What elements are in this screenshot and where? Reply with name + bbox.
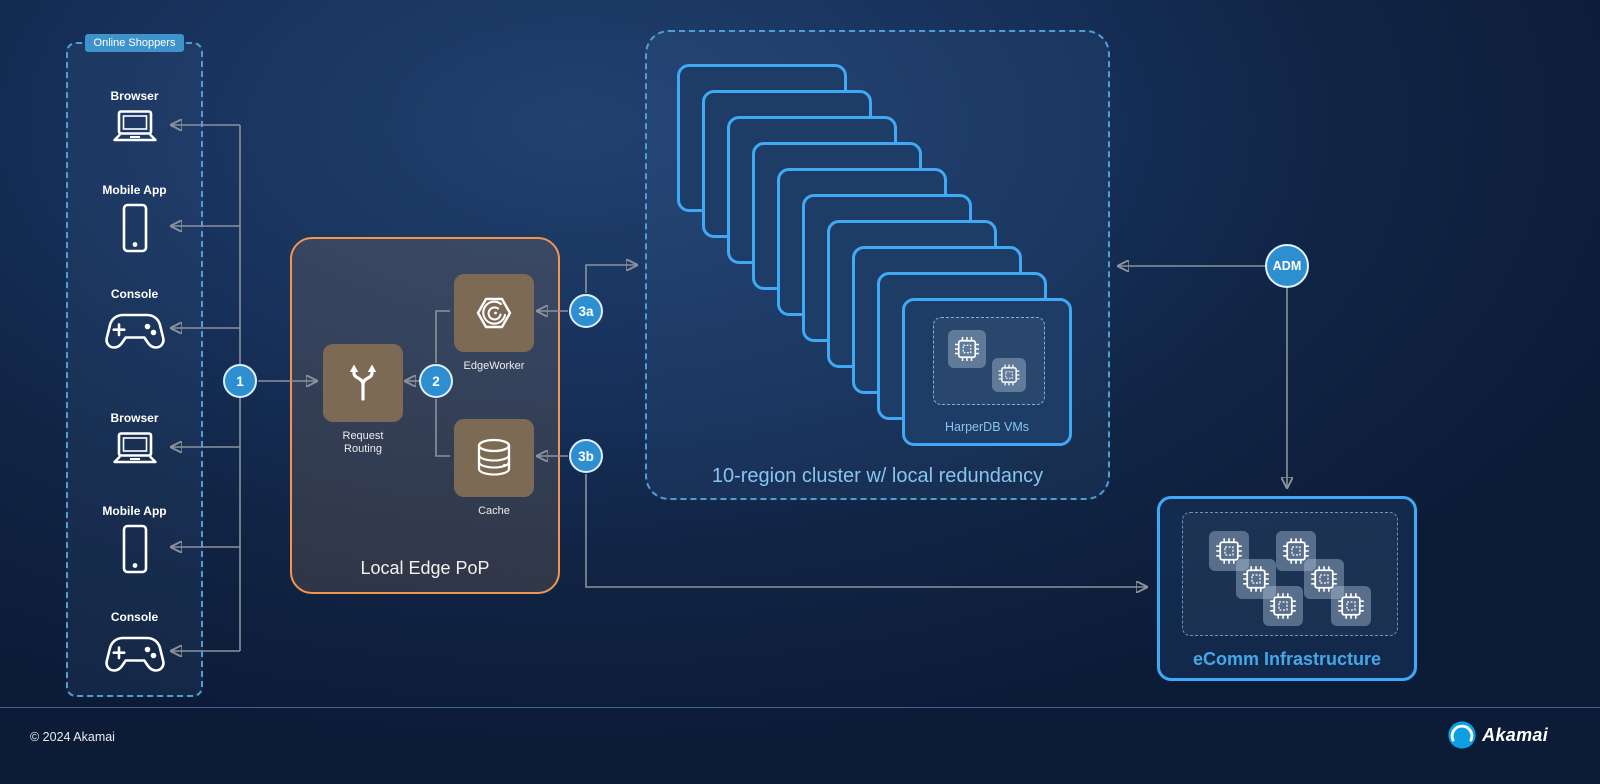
ecomm-infrastructure-panel: eComm Infrastructure: [1157, 496, 1417, 681]
chip-icon: [1331, 586, 1371, 626]
chip-icon: [948, 330, 986, 368]
edgeworker-label: EdgeWorker: [463, 360, 525, 372]
region-cluster-panel: HarperDB VMs 10-region cluster w/ local …: [645, 30, 1110, 500]
adm-badge: ADM: [1265, 244, 1309, 288]
harperdb-vms-label: HarperDB VMs: [944, 420, 1030, 434]
ecomm-infrastructure-label: eComm Infrastructure: [1192, 649, 1382, 669]
device-label: Console: [110, 610, 159, 624]
harperdb-vm-box: [933, 317, 1045, 405]
device-label: Mobile App: [102, 183, 167, 197]
chip-icon: [1209, 531, 1249, 571]
vm-card-front: HarperDB VMs: [902, 298, 1072, 446]
online-shoppers-label: Online Shoppers: [84, 34, 185, 52]
chip-icon: [1263, 586, 1303, 626]
phone-icon: [122, 203, 148, 253]
edgeworker-icon: [470, 289, 518, 337]
edgeworker-node: [454, 274, 534, 352]
device-label: Browser: [110, 411, 159, 425]
footer-divider: [0, 707, 1600, 708]
gamepad-icon: [103, 630, 167, 676]
local-edge-pop-panel: Request Routing EdgeWorker Cache Local E…: [290, 237, 560, 594]
gamepad-icon: [103, 307, 167, 353]
vm-card-stack: HarperDB VMs: [647, 32, 1108, 498]
device-browser-1: Browser: [68, 89, 201, 145]
online-shoppers-panel: Online Shoppers Browser Mobile App Conso…: [66, 34, 203, 697]
cache-icon: [472, 436, 516, 480]
device-label: Mobile App: [102, 504, 167, 518]
chip-icon: [1304, 559, 1344, 599]
device-label: Console: [110, 287, 159, 301]
step-2-badge: 2: [419, 364, 453, 398]
device-label: Browser: [110, 89, 159, 103]
step-1-badge: 1: [223, 364, 257, 398]
device-mobile-1: Mobile App: [68, 183, 201, 253]
akamai-brand-text: Akamai: [1482, 724, 1548, 745]
chip-icon: [992, 358, 1026, 392]
arrow-step3a-to-cluster: [585, 265, 636, 293]
device-console-1: Console: [68, 287, 201, 353]
step-3a-badge: 3a: [569, 294, 603, 328]
chip-icon: [1276, 531, 1316, 571]
laptop-icon: [111, 431, 159, 467]
request-routing-node: [323, 344, 403, 422]
device-browser-2: Browser: [68, 411, 201, 467]
step-3b-badge: 3b: [569, 439, 603, 473]
akamai-brand: Akamai: [1447, 720, 1548, 750]
cache-label: Cache: [478, 505, 510, 517]
phone-icon: [122, 524, 148, 574]
chip-icon: [1236, 559, 1276, 599]
copyright-text: © 2024 Akamai: [30, 730, 115, 744]
ecomm-chip-grid: [1182, 512, 1398, 636]
local-edge-pop-title: Local Edge PoP: [360, 558, 490, 578]
device-console-2: Console: [68, 610, 201, 676]
akamai-logo-icon: [1447, 720, 1477, 750]
laptop-icon: [111, 109, 159, 145]
device-mobile-2: Mobile App: [68, 504, 201, 574]
request-routing-label: Request Routing: [342, 430, 384, 455]
cluster-caption: 10-region cluster w/ local redundancy: [711, 465, 1044, 487]
cache-node: [454, 419, 534, 497]
routing-icon: [341, 361, 385, 405]
